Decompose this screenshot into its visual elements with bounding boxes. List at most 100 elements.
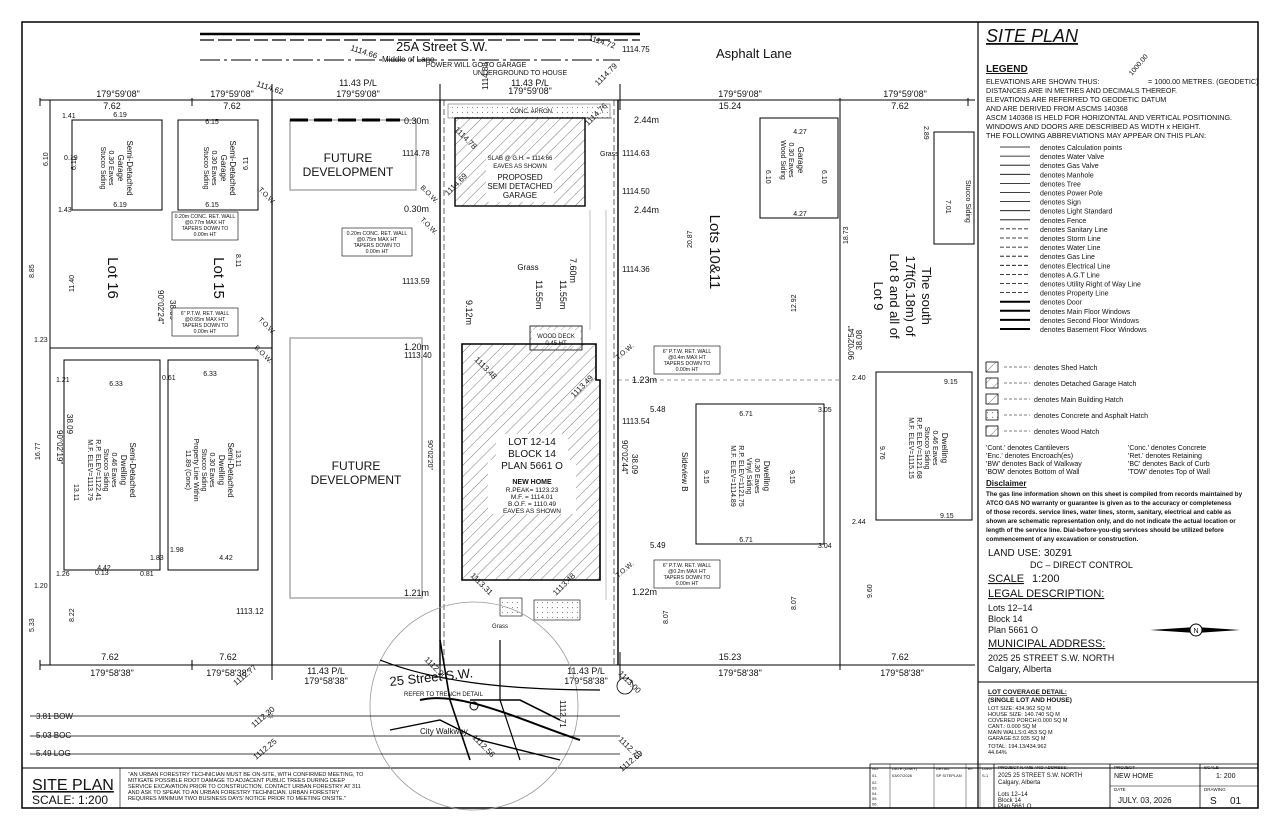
garage-label-line2: SEMI DETACHED: [487, 182, 552, 191]
abbrev-left-4: 'BOW' denotes Bottom of Wall: [986, 469, 1080, 476]
dim-625: 6.10: [71, 156, 78, 170]
dwelling-mid-line5: M.F. ELEV=1114.89: [729, 445, 736, 507]
project-line5: Block 14: [998, 798, 1022, 804]
dim-240: 2.40: [852, 375, 866, 382]
rev-row-no: 04.: [872, 791, 878, 796]
bearing-top-inner: 179°59'08": [508, 86, 552, 96]
tree-canopy: [369, 601, 579, 811]
elev-e2: 1114.72: [587, 33, 617, 50]
lane: 25A Street S.W. Asphalt Lane Middle of L…: [40, 32, 975, 101]
legend-item-label: denotes Basement Floor Windows: [1040, 327, 1147, 334]
legend-elev-meaning: = 1000.00 METRES. (GEODETIC): [1148, 77, 1258, 86]
dwelling-mid-line4: R.P. ELEV=1121.75: [737, 445, 744, 507]
wall-note-b3: TAPERS DOWN TO: [354, 243, 401, 249]
legend-item-8: denotes Fence: [1000, 218, 1086, 225]
elev-e10: 1114.36: [622, 265, 650, 274]
forestry-note-line4: AND ASK TO SPEAK TO AN URBAN FORESTRY TE…: [128, 790, 340, 796]
legend-item-label: denotes A.G.T Line: [1040, 272, 1100, 279]
legend-intro-7: THE FOLLOWING ABBREVIATIONS MAY APPEAR O…: [986, 131, 1206, 140]
new-home-line2: R.PEAK= 1123.23: [506, 487, 559, 494]
municipal-head: MUNICIPAL ADDRESS:: [988, 638, 1105, 650]
dim-915d: 9.15: [940, 513, 954, 520]
elev-e11: 1113.59: [402, 277, 430, 286]
refer-note: REFER TO TRENCH DETAIL: [404, 692, 484, 698]
dim-030b: 0.30m: [404, 204, 429, 214]
tb-scale: 1: 200: [1216, 773, 1236, 780]
dwelling-left-line3: 0.46 Eaves: [110, 452, 117, 488]
garage-slab-line2: EAVES AS SHOWN: [493, 164, 547, 170]
legend-intro-4: AND ARE DERIVED FROM ASCMS 140368: [986, 104, 1128, 113]
coverage-sub: (SINGLE LOT AND HOUSE): [988, 697, 1072, 704]
project-label: PROJECT NAME AND ADDRESS:: [998, 765, 1068, 770]
coverage-line5: MAIN WALLS:0.453 SQ M: [988, 730, 1053, 736]
bearing-top-left2: 179°59'08": [210, 89, 254, 99]
abbrev-right-1: 'Conc.' denotes Concrete: [1128, 445, 1206, 452]
legend-item-12: denotes Gas Line: [1000, 254, 1095, 261]
garage-left-line2: Garage: [116, 155, 125, 182]
bearing-vertical-main: 90°02'44": [620, 440, 629, 474]
dwelling-right-line3: Stucco Siding: [923, 427, 930, 470]
stucco-right: Stucco Siding: [964, 180, 971, 223]
legal-line3: Plan 5661 O: [988, 625, 1038, 635]
cont-left1: 0.13: [95, 570, 109, 577]
land-use-label: LAND USE:: [988, 548, 1041, 559]
legend-item-label: denotes Utility Right of Way Line: [1040, 282, 1141, 289]
legend-item-label: denotes Property Line: [1040, 291, 1109, 298]
legal-head: LEGAL DESCRIPTION:: [988, 588, 1104, 600]
bearing-bottom-right1: 179°58'38": [718, 668, 762, 678]
dim-081: 0.81: [140, 571, 154, 578]
rev-row-no: 06.: [872, 802, 878, 807]
dim-625b: 6.11: [243, 157, 250, 170]
legend-intro-5: ASCM 140368 IS HELD FOR HORIZONTAL AND V…: [986, 113, 1232, 122]
dim-244r: 2.44: [852, 519, 866, 526]
abbrev-right-3: 'BC' denotes Back of Curb: [1128, 461, 1210, 468]
dim-1311b: 13.11: [234, 450, 241, 467]
wall-note-c1: 6" P.T.W. RET. WALL: [181, 311, 230, 317]
street-label: 25 Street S.W.: [389, 665, 474, 689]
dim-1206: 8.11: [234, 254, 241, 267]
dim-126: 1.26: [56, 571, 70, 578]
wall-note-d4: 0.00m HT: [676, 367, 700, 373]
tb-sheet-label: DRAWING: [1204, 787, 1226, 792]
legend-item-label: denotes Calculation points: [1040, 145, 1123, 152]
legend-intro-3: ELEVATIONS ARE REFERRED TO GEODETIC DATU…: [986, 95, 1166, 104]
elev-e30: 1112.71: [558, 700, 567, 728]
north-arrow-icon: N: [1150, 623, 1240, 637]
tow-tag2: T.O.W.: [419, 216, 439, 236]
dim-610: 6.10: [43, 152, 50, 166]
wall-note-b2: @0.75m MAX HT: [357, 237, 399, 243]
pl-top: 11.43 P/L: [339, 78, 377, 88]
legend-item-11: denotes Water Line: [1000, 245, 1101, 252]
bearing-top-left1: 179°59'08": [96, 89, 140, 99]
bearing-top-right1: 179°59'08": [718, 89, 762, 99]
disclaimer-6: commencement of any excavation or constr…: [986, 536, 1138, 543]
rev-row-no: 02.: [872, 780, 878, 785]
legend-item-6: denotes Sign: [1000, 200, 1081, 207]
legend-item-label: denotes Water Line: [1040, 245, 1101, 252]
legend-hatch-label: denotes Detached Garage Hatch: [1034, 381, 1136, 388]
garage-slab-line1: SLAB @ G.H. = 1114.66: [488, 156, 553, 162]
legend-hatch-label: denotes Wood Hatch: [1034, 429, 1099, 436]
elev-e17: 1113.12: [236, 607, 264, 616]
legend-item-label: denotes Sanitary Line: [1040, 227, 1108, 234]
future-dev-bottom-line1: FUTURE: [332, 459, 381, 473]
dim-061: 0.61: [162, 375, 176, 382]
lot16-label: Lot 16: [104, 257, 121, 299]
asphalt-lane-label: Asphalt Lane: [716, 46, 792, 61]
legend-hatch-4: denotes Wood Hatch: [985, 425, 1099, 437]
dwelling-left-line6: M.F. ELEV=1113.79: [86, 439, 93, 501]
legend-item-15: denotes Utility Right of Way Line: [1000, 282, 1141, 289]
garage-left-line3: 0.30 Eaves: [107, 150, 114, 186]
legend-item-3: denotes Manhole: [1000, 172, 1094, 179]
width-top-left2: 7.62: [223, 101, 241, 111]
new-home-line4: B.O.F. = 1110.49: [508, 501, 556, 508]
bearing-bottom-left1: 179°58'38": [90, 668, 134, 678]
dim-619a: 6.19: [113, 112, 127, 119]
legend-intro-2: DISTANCES ARE IN METRES AND DECIMALS THE…: [986, 86, 1177, 95]
legend-item-label: denotes Door: [1040, 300, 1083, 307]
coverage-line2: HOUSE SIZE: 140.740 SQ M: [988, 712, 1060, 718]
disclaimer-head: Disclaimer: [986, 479, 1026, 488]
legend-elev-sample: 1000.00: [1128, 53, 1150, 77]
legend-item-5: denotes Power Pole: [1000, 191, 1103, 198]
